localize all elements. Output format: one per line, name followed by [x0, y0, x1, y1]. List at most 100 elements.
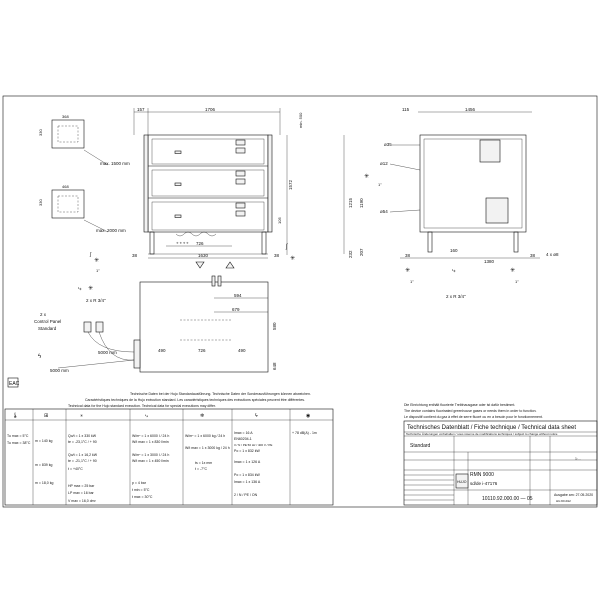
c5-0: W/mᶜ = 1 x 6000 kg / 24 h [185, 434, 225, 438]
thermometer-icon: 🌡 [12, 412, 18, 419]
c6-1: EN60204-1 [234, 437, 252, 441]
tech-header: Technische Daten bei der Hujo Standardau… [68, 392, 311, 408]
dim-38b: 38 [274, 253, 280, 258]
tech-header-en: Technical data for the Hujo standard exe… [68, 404, 216, 408]
lightning-icon-a: ϟ [38, 354, 42, 360]
c6-0: Imax = 16 A [234, 431, 253, 435]
label-control-panel-2: Control Panel [34, 319, 61, 324]
c2-1: m = 839 kg [35, 463, 52, 467]
fgas-fr: Le dispositif contient du gaz à effet de… [404, 415, 543, 419]
svg-text:✳ ✳ ✳ ✳: ✳ ✳ ✳ ✳ [176, 241, 189, 245]
label-1in-c: 1" [410, 279, 414, 284]
dim-160: 160 [450, 248, 458, 253]
dim-490b: 490 [238, 348, 246, 353]
side-view: 115 1456 ø35 ø12 ø54 1215 1190 232 207 3… [343, 107, 559, 299]
plan-view-bottom: ✳ ⤷ 2 x R 3/4" 594 679 490 726 490 648 5… [34, 275, 277, 373]
c6-2: 3 / N / PE 50 Hz / 400 V / PE [234, 443, 272, 447]
dim-d12: ø12 [380, 161, 388, 166]
scale-label: 1:... [575, 457, 581, 461]
c6-4: Imax = 1 x 126 A [234, 460, 261, 464]
connection-symbols: ✳ 1" ʃ ʃ ✳ [89, 244, 295, 273]
model2-label: sd/de i-47176 [470, 481, 498, 486]
dim-115: 115 [402, 107, 410, 112]
dim-38c: 38 [405, 253, 411, 258]
drain-icon-b: ʃ [285, 244, 288, 250]
subtitle-text: Technische Änderungen vorbehalten / sous… [406, 432, 558, 436]
dim-38d: 38 [530, 253, 536, 258]
c2-0: m = 140 kg [35, 439, 52, 443]
dim-1215: 1215 [348, 197, 353, 208]
dim-4xd8: 4 x ø8 [546, 252, 559, 257]
c1-1: Tu max = 38°C [7, 441, 31, 445]
c4-2: W/mᶜ = 1 x 3000 l / 24 h [132, 453, 169, 457]
tech-header-fr: Caractéristiques techniques de la Hujo e… [85, 398, 305, 402]
model-label: RMN 9000 [470, 472, 494, 478]
c3-3: te = -21,1°C / + 90 [68, 459, 97, 463]
c4-3: W/t max = 1 x 450 l/min [132, 459, 169, 463]
dim-490a: 490 [158, 348, 166, 353]
c6-7: 2 / N / PE / ON [234, 493, 258, 497]
drawing-number: 10110.92.000.00 — 05 [482, 496, 533, 502]
sound-icon: ◉ [306, 413, 310, 419]
front-view: 157 1706 min. 500 1572 ✳ ✳ ✳ ✳ 726 [132, 107, 303, 269]
dim-d54: ø54 [380, 209, 388, 214]
weight-icon: ⊞ [44, 413, 48, 419]
plan-view-top-small: 368 330 468 330 max. 1500 mm max. 2000 m… [38, 114, 130, 233]
ice-icon: ❄ [200, 413, 204, 419]
logo-text: HUJO [457, 480, 467, 484]
dim-1706: 1706 [205, 107, 216, 112]
dim-368: 368 [62, 114, 69, 119]
dim-min500: min. 500 [298, 112, 303, 128]
mm5000-b: 5000 mm [50, 368, 69, 373]
dim-1456: 1456 [465, 107, 476, 112]
dim-38a: 38 [132, 253, 138, 258]
c3-4: t = +40°C [68, 467, 83, 471]
mm5000-a: 5000 mm [98, 350, 117, 355]
tech-header-de: Technische Daten bei der Hujo Standardau… [130, 392, 311, 396]
dim-330b: 330 [38, 199, 43, 206]
dim-1630: 1630 [198, 253, 209, 258]
dim-1380: 1380 [484, 259, 495, 264]
c2-2: m = 18,0 kg [35, 481, 53, 485]
max-2000: max. 2000 mm [96, 228, 126, 233]
label-r34-b: 2 x R 3/4" [446, 294, 466, 299]
dim-648: 648 [272, 362, 277, 370]
control-panel-a [83, 321, 92, 333]
label-1in-a: 1" [96, 268, 100, 273]
dim-468: 468 [62, 184, 69, 189]
c6-6: Imax = 1 x 136 A [234, 480, 261, 484]
tap-icon-b: ⤷ [452, 268, 456, 274]
c5-2: ts = 1x mm [195, 461, 212, 465]
dim-580: 580 [272, 322, 277, 330]
c3-7: V max = 16,0 dm³ [68, 499, 97, 503]
dim-594: 594 [234, 293, 242, 298]
c5-3: t = -7°C [195, 467, 207, 471]
label-1in-d: 1" [515, 279, 519, 284]
faucet-icon: ⤷ [145, 413, 148, 419]
c4-0: W/mᶜ = 1 x 6000 l / 24 h [132, 434, 169, 438]
c1-0: Tu max = 5°C [7, 434, 29, 438]
eac-label: EAC [9, 381, 20, 387]
c5-1: W/t max = 1 x 3000 kg / 24 h [185, 446, 230, 450]
fgas-en: The device contains fluorinated greenhou… [404, 409, 537, 413]
hujo-logo [455, 473, 469, 489]
dim-207: 207 [359, 248, 364, 256]
dim-232: 232 [348, 250, 353, 258]
dim-330a: 330 [38, 129, 43, 136]
variant-label: Standard [410, 443, 431, 449]
dim-726b: 726 [198, 348, 206, 353]
snowflake-icon-c: ✳ [88, 285, 93, 292]
c6-3: Po = 1 x 832 kW [234, 449, 260, 453]
compressor-icon: ✳ [80, 413, 84, 418]
lightning-icon-b: ϟ [255, 413, 258, 419]
snowflake-icon-a: ✳ [94, 257, 99, 264]
snowflake-icon-d: ✳ [364, 173, 369, 180]
eac-mark: EAC [7, 377, 20, 388]
dim-1190: 1190 [359, 198, 364, 208]
c4-5: t min = 5°C [132, 488, 150, 492]
sheet-border [2, 95, 598, 508]
c3-5: HP max = 25 bar [68, 484, 95, 488]
dim-1572: 1572 [288, 179, 293, 190]
